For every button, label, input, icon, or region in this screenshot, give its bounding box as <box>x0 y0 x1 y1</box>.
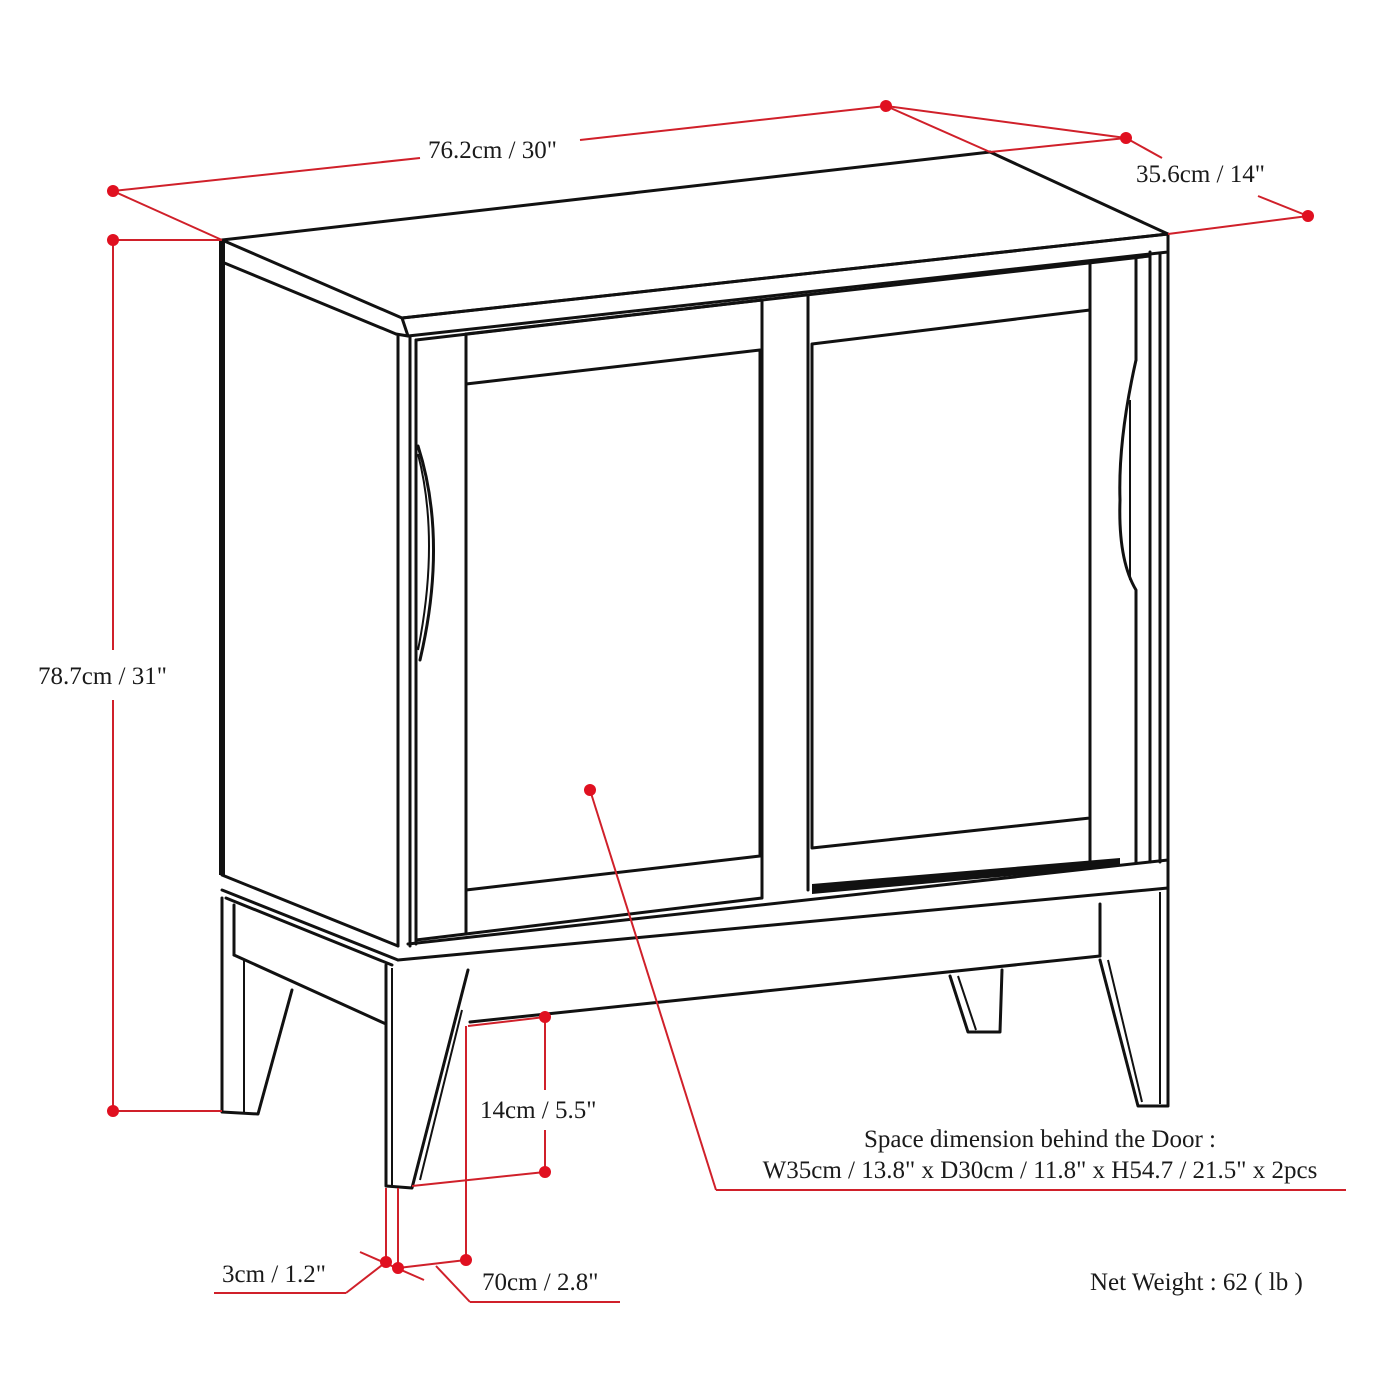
cabinet-left-side <box>219 240 400 962</box>
interior-space-detail: W35cm / 13.8" x D30cm / 11.8" x H54.7 / … <box>762 1157 1318 1185</box>
dimension-lines <box>112 105 1346 1303</box>
leg-height-dimension-label: 14cm / 5.5" <box>480 1097 597 1124</box>
cabinet-front-frame <box>396 250 1170 962</box>
leg-thickness-dimension-label: 3cm / 1.2" <box>222 1261 326 1288</box>
cabinet-legs <box>220 886 1170 1190</box>
net-weight-label: Net Weight : 62 ( lb ) <box>1090 1269 1303 1296</box>
right-door <box>760 254 1152 894</box>
interior-space-note: Space dimension behind the Door : W35cm … <box>720 1124 1360 1187</box>
depth-dimension-label: 35.6cm / 14" <box>1136 161 1265 188</box>
left-door <box>414 298 764 942</box>
dimension-markers <box>107 100 1314 1274</box>
leg-width-dimension-label: 70cm / 2.8" <box>482 1269 599 1296</box>
width-dimension-label: 76.2cm / 30" <box>428 137 557 164</box>
height-dimension-label: 78.7cm / 31" <box>38 663 167 690</box>
cabinet-base <box>224 896 1102 1026</box>
interior-space-title: Space dimension behind the Door : <box>863 1126 1216 1153</box>
